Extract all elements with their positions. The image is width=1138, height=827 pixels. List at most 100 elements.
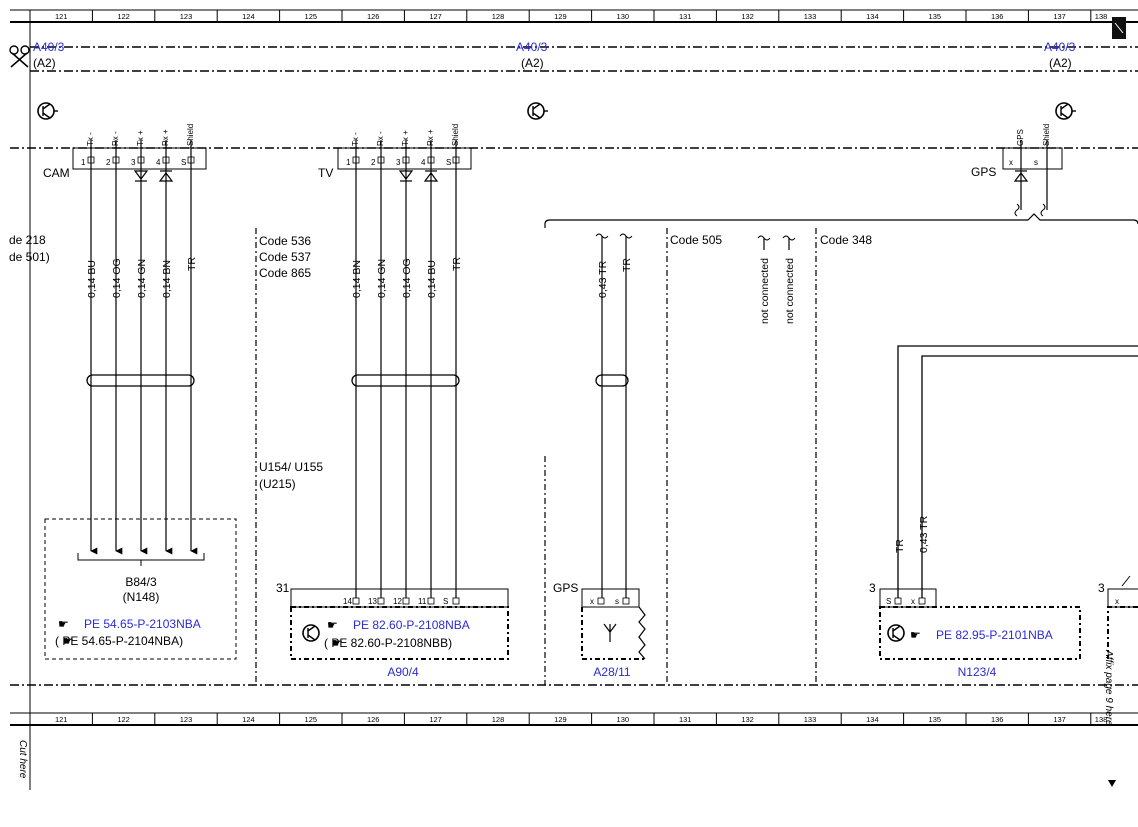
ruler-column-label: 133 — [804, 12, 817, 21]
cam-label: CAM — [43, 166, 70, 180]
gps-signal-shield: Shield — [1042, 124, 1051, 146]
ruler-column-label: 122 — [117, 12, 130, 21]
ruler-column-label: 130 — [617, 715, 630, 724]
not-connected-label-1: not connected — [759, 258, 771, 324]
n123-connector-number: 3 — [869, 581, 876, 595]
svg-text:PE 82.60-P-2108NBA: PE 82.60-P-2108NBA — [353, 618, 470, 632]
ruler-column-label: 136 — [991, 12, 1004, 21]
a90-pin-label: 14 — [343, 597, 352, 606]
ruler-column-label: 137 — [1053, 715, 1066, 724]
b84-sub: (N148) — [123, 590, 160, 604]
n123-component: 3 S x ☛ PE 82.95-P-2101NBA N123/4 — [869, 581, 1081, 679]
tv-wire-label: 0,14 OG — [401, 258, 413, 298]
a28-wire-label-1: 0,43 TR — [597, 260, 609, 298]
cam-pin-s: S — [181, 158, 186, 167]
gps-signal-gps: GPS — [1016, 129, 1025, 146]
right-partial-component: 3 x — [1098, 575, 1138, 659]
tv-pin-3: 3 — [396, 158, 401, 167]
ruler-edge-label: 138 — [1095, 12, 1108, 21]
tv-shield-loop — [351, 374, 460, 387]
ruler-column-label: 133 — [804, 715, 817, 724]
tv-wire-label: TR — [451, 257, 463, 271]
n123-pin-s: S — [886, 597, 891, 606]
not-connected-wires: not connected not connected — [757, 235, 796, 324]
a90-connector-number: 31 — [276, 581, 290, 595]
ruler-column-label: 121 — [55, 715, 68, 724]
a40-sub-3: (A2) — [1049, 56, 1072, 70]
cam-wire-label: 0,14 BN — [161, 260, 173, 298]
ruler-column-label: 128 — [492, 12, 505, 21]
svg-text:PE 54.65-P-2103NBA: PE 54.65-P-2103NBA — [84, 617, 201, 631]
a40-sub-2: (A2) — [521, 56, 544, 70]
n123-pin-x: x — [911, 597, 915, 606]
cam-pin-4: 4 — [156, 158, 161, 167]
ruler-column-label: 137 — [1053, 12, 1066, 21]
scissors-icon — [9, 45, 30, 68]
b84-ref-link-1[interactable]: ☛ PE 54.65-P-2103NBA — [58, 617, 201, 631]
svg-text:A40/3: A40/3 — [33, 40, 65, 54]
n123-ref-link[interactable]: ☛ PE 82.95-P-2101NBA — [910, 628, 1053, 642]
gps-pin-s: s — [1034, 158, 1038, 167]
a28-connector-label: GPS — [553, 581, 578, 595]
pointing-hand-icon: ☛ — [332, 636, 343, 650]
ruler-column-label: 124 — [242, 12, 255, 21]
code-505-label: Code 505 — [670, 233, 722, 247]
a90-ref-link-1[interactable]: ☛ PE 82.60-P-2108NBA — [327, 618, 470, 632]
tv-wire-label: 0,14 BU — [426, 260, 438, 298]
a28-pin-x: x — [590, 597, 594, 606]
a28-wires: 0,43 TR TR — [595, 233, 633, 598]
gps-pin-x: x — [1009, 158, 1013, 167]
a28-pin-s: s — [615, 597, 619, 606]
ruler-column-label: 131 — [679, 12, 692, 21]
ruler-column-label: 127 — [429, 715, 442, 724]
svg-text:( PE 82.60-P-2108NBB): ( PE 82.60-P-2108NBB) — [324, 636, 452, 650]
tv-signal-label: Shield — [451, 124, 460, 146]
ruler-column-label: 126 — [367, 12, 380, 21]
a90-pin-label: S — [443, 597, 448, 606]
cam-wire-label: 0,14 GN — [136, 259, 148, 298]
cut-here-label: Cut here — [17, 740, 28, 779]
a40-label-2[interactable]: A40/3 — [516, 40, 548, 54]
ruler-column-label: 130 — [617, 12, 630, 21]
a40-label-3[interactable]: A40/3 — [1044, 40, 1076, 54]
a28-component: GPS x s A28/11 — [553, 581, 646, 679]
ruler-column-label: 122 — [117, 715, 130, 724]
tv-pin-4: 4 — [421, 158, 426, 167]
b84-ref-link-2[interactable]: ☛ ( PE 54.65-P-2104NBA) — [55, 634, 183, 648]
ruler-column-label: 131 — [679, 715, 692, 724]
svg-text:A90/4: A90/4 — [387, 665, 419, 679]
code-501-label: de 501) — [9, 250, 50, 264]
antenna-icon — [603, 623, 617, 642]
cam-wire-label: 0,14 BU — [86, 260, 98, 298]
a40-label-1[interactable]: A40/3 — [33, 40, 65, 54]
code-537-label: Code 537 — [259, 250, 311, 264]
tv-pin-2: 2 — [371, 158, 376, 167]
a90-ref-link-2[interactable]: ☛ ( PE 82.60-P-2108NBB) — [324, 636, 452, 650]
cam-signal-label: Tx + — [136, 130, 145, 146]
svg-text:( PE 54.65-P-2104NBA): ( PE 54.65-P-2104NBA) — [55, 634, 183, 648]
svg-text:N123/4: N123/4 — [958, 665, 997, 679]
a90-name-link[interactable]: A90/4 — [387, 665, 419, 679]
tv-label: TV — [318, 166, 333, 180]
u154-label: U154/ U155 — [259, 460, 323, 474]
n123-wires: TR 0,43 TR — [894, 345, 1138, 598]
pointing-hand-icon: ☛ — [327, 618, 338, 632]
cam-wire-label: TR — [186, 257, 198, 271]
n123-wire-label-1: TR — [894, 539, 906, 553]
page-marker-icon — [1112, 17, 1126, 39]
ruler-column-label: 121 — [55, 12, 68, 21]
cam-signal-label: Rx + — [161, 129, 170, 146]
ruler-column-label: 132 — [741, 715, 754, 724]
b84-name: B84/3 — [125, 575, 157, 589]
a28-name-link[interactable]: A28/11 — [593, 665, 630, 679]
tv-wire-label: 0,14 BN — [351, 260, 363, 298]
tv-pin-s: S — [446, 158, 451, 167]
n123-name-link[interactable]: N123/4 — [958, 665, 997, 679]
ruler-column-label: 135 — [929, 715, 942, 724]
